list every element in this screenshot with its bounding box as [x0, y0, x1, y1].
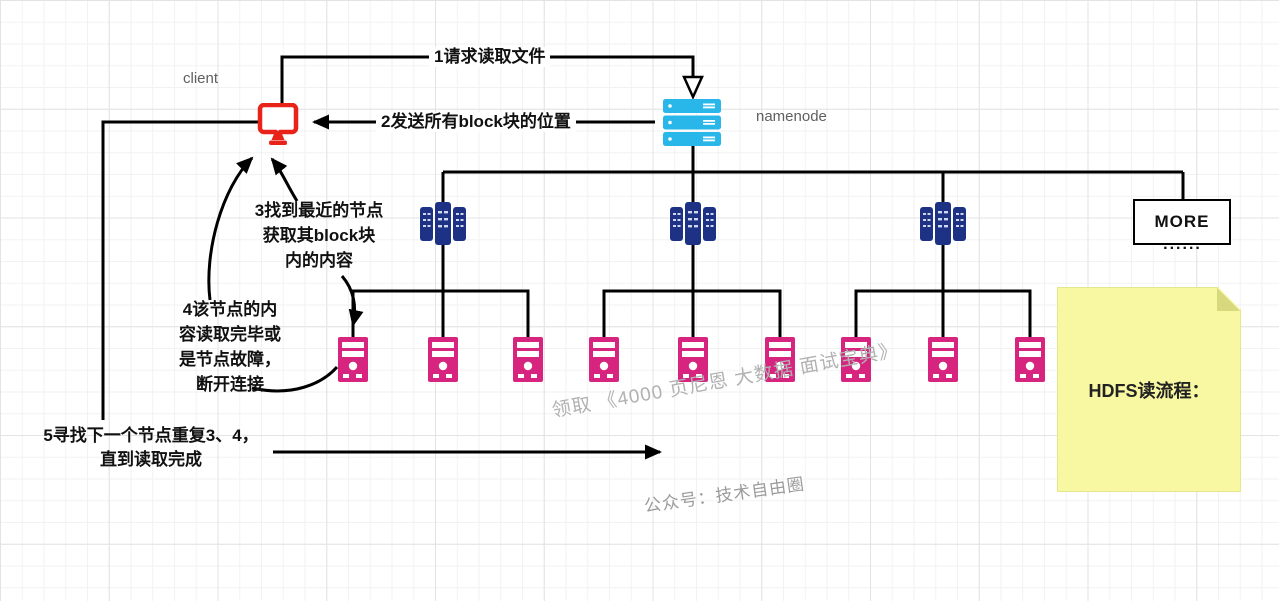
client-label: client — [183, 70, 219, 87]
datanode-tower-icon[interactable] — [589, 337, 619, 382]
more-ellipsis: ...... — [1163, 236, 1202, 253]
datanode-tower-icon[interactable] — [338, 337, 368, 382]
step1-label[interactable]: 1请求读取文件 — [429, 47, 551, 67]
datanode-tower-icon[interactable] — [1015, 337, 1045, 382]
namenode-server-stack-icon[interactable] — [663, 99, 721, 147]
namenode-label: namenode — [756, 108, 827, 125]
sticky-note[interactable]: HDFS读流程： — [1057, 287, 1241, 492]
note-title: HDFS读流程： — [1088, 380, 1210, 401]
more-label: MORE — [1154, 212, 1210, 231]
client-monitor-icon[interactable] — [257, 103, 299, 147]
datanode-tower-icon[interactable] — [513, 337, 543, 382]
step4-text[interactable]: 4该节点的内 容读取完毕或 是节点故障， 断开连接 — [179, 300, 281, 394]
watermark-wechat: 公众号：技术自由圈 — [642, 474, 807, 516]
rack-servers-icon[interactable] — [669, 202, 717, 245]
datanode-tower-icon[interactable] — [428, 337, 458, 382]
step2-label[interactable]: 2发送所有block块的位置 — [376, 112, 576, 132]
note-fold-corner — [1217, 288, 1240, 311]
rack-servers-icon[interactable] — [919, 202, 967, 245]
step5-text[interactable]: 5寻找下一个节点重复3、4， 直到读取完成 — [43, 426, 259, 469]
step3-text[interactable]: 3找到最近的节点 获取其block块 内的内容 — [254, 201, 384, 270]
more-node[interactable]: MORE — [1133, 199, 1231, 245]
datanode-tower-icon[interactable] — [928, 337, 958, 382]
rack-servers-icon[interactable] — [419, 202, 467, 245]
